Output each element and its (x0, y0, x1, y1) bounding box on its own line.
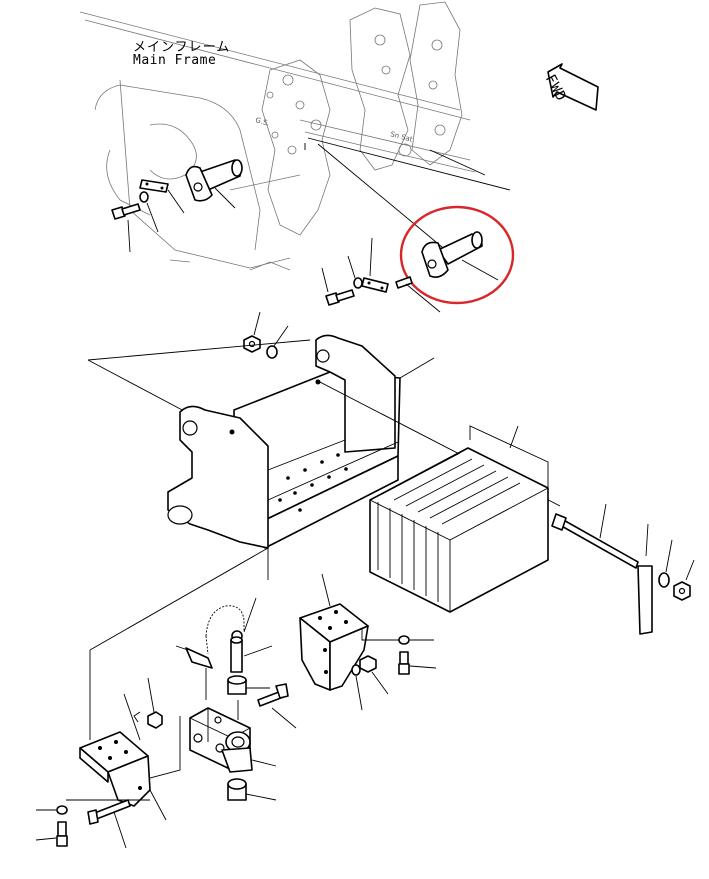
bolt-bottom-left (35, 821, 68, 847)
nut-right (673, 559, 695, 601)
forward-arrow-icon (547, 63, 599, 111)
bolt-bottom (87, 799, 131, 849)
collar (227, 675, 270, 695)
washer-sb-mid (351, 664, 363, 711)
bushing (227, 778, 277, 801)
bolt-left-top (111, 203, 141, 253)
battery-bracket (87, 334, 435, 549)
hold-down-strap (637, 523, 653, 635)
spring-clip (123, 693, 141, 741)
small-bracket-bottom (79, 731, 167, 821)
lock-plate-left (139, 179, 185, 214)
nut-top (243, 311, 261, 353)
highlighted-pin (421, 231, 499, 281)
bolt-diagonal (257, 683, 297, 729)
hold-down-rod (551, 503, 639, 569)
bolt-mid (321, 267, 355, 306)
pin-upright (230, 636, 273, 673)
chain (205, 597, 257, 655)
small-bracket-middle (299, 573, 369, 691)
washer-sb-right (398, 635, 434, 645)
nut-sb-mid (359, 655, 389, 695)
battery-pack (369, 425, 549, 613)
main-frame-outline: G.S. Sn Sat (79, 1, 476, 271)
cap-grip (175, 645, 213, 669)
main-frame-label-en: Main Frame (133, 53, 217, 68)
hinge-block (189, 707, 277, 773)
lock-plate-mid (361, 237, 389, 293)
washer-bottom-left (36, 805, 68, 815)
highlight-circle (399, 205, 515, 305)
bolt-sb-right (398, 651, 437, 675)
bolt-small-mid (395, 276, 441, 313)
washer-mid (347, 255, 363, 289)
main-frame-label-jp: メインフレーム (133, 40, 231, 55)
nut-block (147, 677, 163, 729)
washer-right (658, 539, 673, 588)
svg-text:G.S.: G.S. (254, 116, 270, 127)
frame-pin-left (185, 159, 243, 209)
washer-left-top (139, 191, 159, 233)
